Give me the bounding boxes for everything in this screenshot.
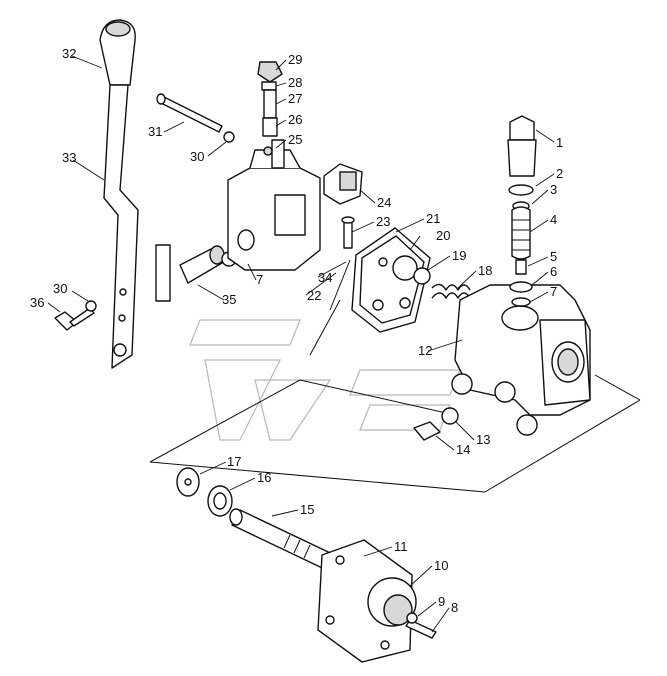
callout-15: 15 xyxy=(300,502,314,517)
valve-housing-12 xyxy=(451,284,591,436)
bolt-36 xyxy=(54,300,97,331)
callout-25: 25 xyxy=(288,132,302,147)
callout-28: 28 xyxy=(288,75,302,90)
callout-30b: 30 xyxy=(53,281,67,296)
callout-36: 36 xyxy=(30,295,44,310)
callout-2: 2 xyxy=(556,166,563,181)
snap-ring-30a xyxy=(223,131,235,143)
callout-33: 33 xyxy=(62,150,76,165)
pin-31 xyxy=(156,93,223,133)
callout-35: 35 xyxy=(222,292,236,307)
callout-1: 1 xyxy=(556,135,563,150)
spring-18 xyxy=(431,283,471,299)
callout-16: 16 xyxy=(257,470,271,485)
callout-23: 23 xyxy=(376,214,390,229)
gasket-plate xyxy=(351,227,431,333)
valve-stack-1-7 xyxy=(507,115,537,307)
callout-24: 24 xyxy=(377,195,391,210)
callout-5: 5 xyxy=(550,249,557,264)
callout-6: 6 xyxy=(550,264,557,279)
callout-30a: 30 xyxy=(190,149,204,164)
callout-7a: 7 xyxy=(550,284,557,299)
callout-17: 17 xyxy=(227,454,241,469)
callout-4: 4 xyxy=(550,212,557,227)
cap-10 xyxy=(367,577,417,627)
callout-8: 8 xyxy=(451,600,458,615)
callout-3: 3 xyxy=(550,182,557,197)
washer-16 xyxy=(207,485,233,517)
callout-34: 34 xyxy=(318,270,332,285)
callout-12: 12 xyxy=(418,343,432,358)
callout-31: 31 xyxy=(148,124,162,139)
flange-washer-17 xyxy=(176,467,200,497)
callout-27: 27 xyxy=(288,91,302,106)
connector-24 xyxy=(323,163,363,205)
alignment-lines xyxy=(149,259,641,493)
bolt-14 xyxy=(413,407,459,441)
shaft-35 xyxy=(155,244,237,302)
callout-19: 19 xyxy=(452,248,466,263)
callout-29: 29 xyxy=(288,52,302,67)
upper-housing xyxy=(227,61,321,271)
callout-21: 21 xyxy=(426,211,440,226)
callout-11: 11 xyxy=(394,539,408,554)
callout-32: 32 xyxy=(62,46,76,61)
callout-labels: 1 2 3 4 5 6 7 7 8 9 10 11 12 13 14 15 16… xyxy=(30,46,563,615)
callout-7b: 7 xyxy=(256,272,263,287)
callout-18: 18 xyxy=(478,263,492,278)
callout-13: 13 xyxy=(476,432,490,447)
callout-22: 22 xyxy=(307,288,321,303)
callout-26: 26 xyxy=(288,112,302,127)
callout-14: 14 xyxy=(456,442,470,457)
callout-9: 9 xyxy=(438,594,445,609)
callout-10: 10 xyxy=(434,558,448,573)
leader-lines xyxy=(47,55,555,633)
lever-assembly xyxy=(99,19,139,369)
bolt-8 xyxy=(405,612,437,639)
watermark-logo xyxy=(189,319,461,441)
pin-23 xyxy=(341,216,355,249)
callout-20: 20 xyxy=(436,228,450,243)
